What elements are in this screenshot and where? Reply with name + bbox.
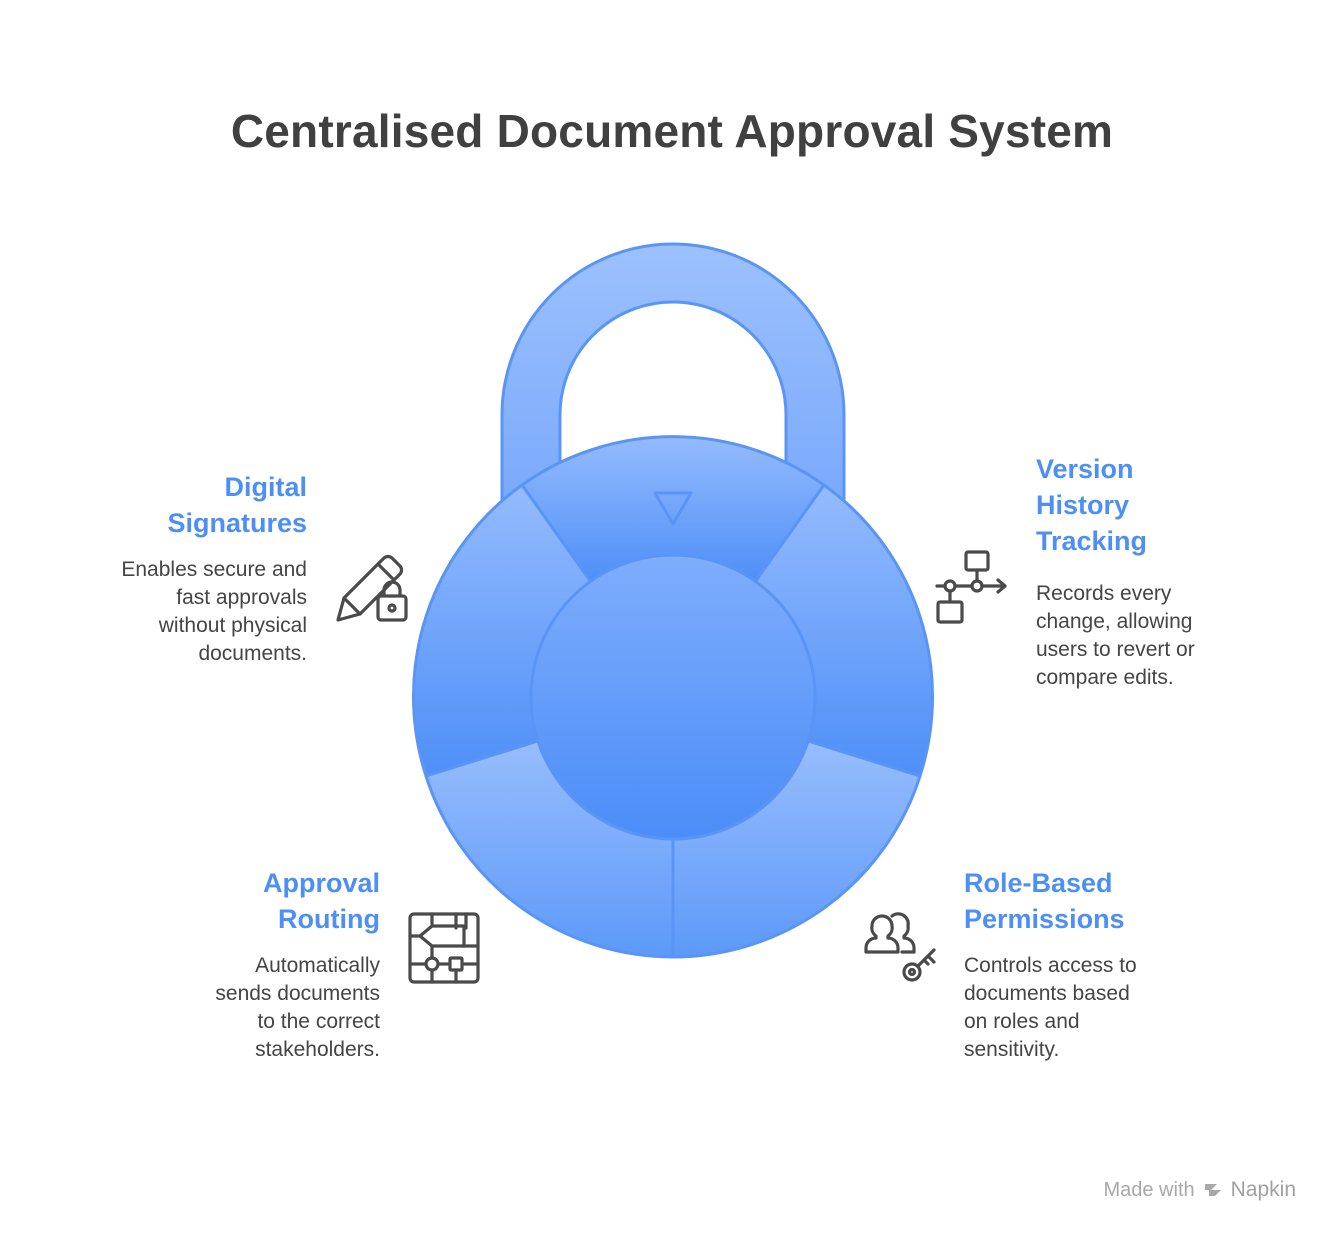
approval-routing-title: Approval Routing [263,865,380,937]
footer-made-with: Made with [1103,1178,1195,1201]
description-line: sends documents [215,982,380,1005]
version-history-title-line: History [1036,490,1130,520]
description-line: documents. [198,642,307,665]
version-history-description: Records every change, allowing users to … [1036,580,1195,692]
version-history-title-line: Version [1036,454,1134,484]
description-line: change, allowing [1036,610,1193,633]
approval-routing-title-line: Approval [262,868,380,898]
digital-signatures-title-line: Signatures [167,508,307,538]
description-line: compare edits. [1036,666,1174,689]
version-history-title: Version History Tracking [1036,451,1147,559]
digital-signatures-title: Digital Signatures [167,469,307,541]
role-based-permissions-title-line: Permissions [964,904,1125,934]
approval-routing-title-line: Routing [278,904,380,934]
flow-branch-icon [935,550,1007,624]
description-line: without physical [158,614,307,637]
role-based-permissions-title: Role-Based Permissions [964,865,1125,937]
description-line: Enables secure and [121,558,307,581]
description-line: Records every [1036,582,1172,605]
description-line: to the correct [257,1010,380,1033]
footer-credit: Made with Napkin [1103,1178,1296,1202]
description-line: Automatically [255,954,380,977]
description-line: fast approvals [176,586,307,609]
page-title: Centralised Document Approval System [230,105,1114,157]
pen-lock-icon [336,554,408,622]
lock-center [529,553,817,841]
version-history-title-line: Tracking [1036,526,1148,556]
keyhole-triangle-icon [653,491,693,526]
lock-shackle [500,242,846,507]
description-line: stakeholders. [255,1038,380,1061]
footer-brand: Napkin [1230,1178,1296,1201]
napkin-logo-icon [1204,1184,1221,1196]
description-line: Controls access to [964,954,1137,977]
role-based-permissions-description: Controls access to documents based on ro… [964,952,1137,1064]
description-line: on roles and [964,1010,1080,1033]
description-line: users to revert or [1036,638,1195,661]
description-line: documents based [964,982,1130,1005]
digital-signatures-title-line: Digital [224,472,307,502]
role-based-permissions-title-line: Role-Based [964,868,1113,898]
routing-grid-icon [408,912,480,984]
digital-signatures-description: Enables secure and fast approvals withou… [121,556,307,668]
description-line: sensitivity. [964,1038,1060,1061]
users-key-icon [864,912,936,982]
approval-routing-description: Automatically sends documents to the cor… [215,952,380,1064]
